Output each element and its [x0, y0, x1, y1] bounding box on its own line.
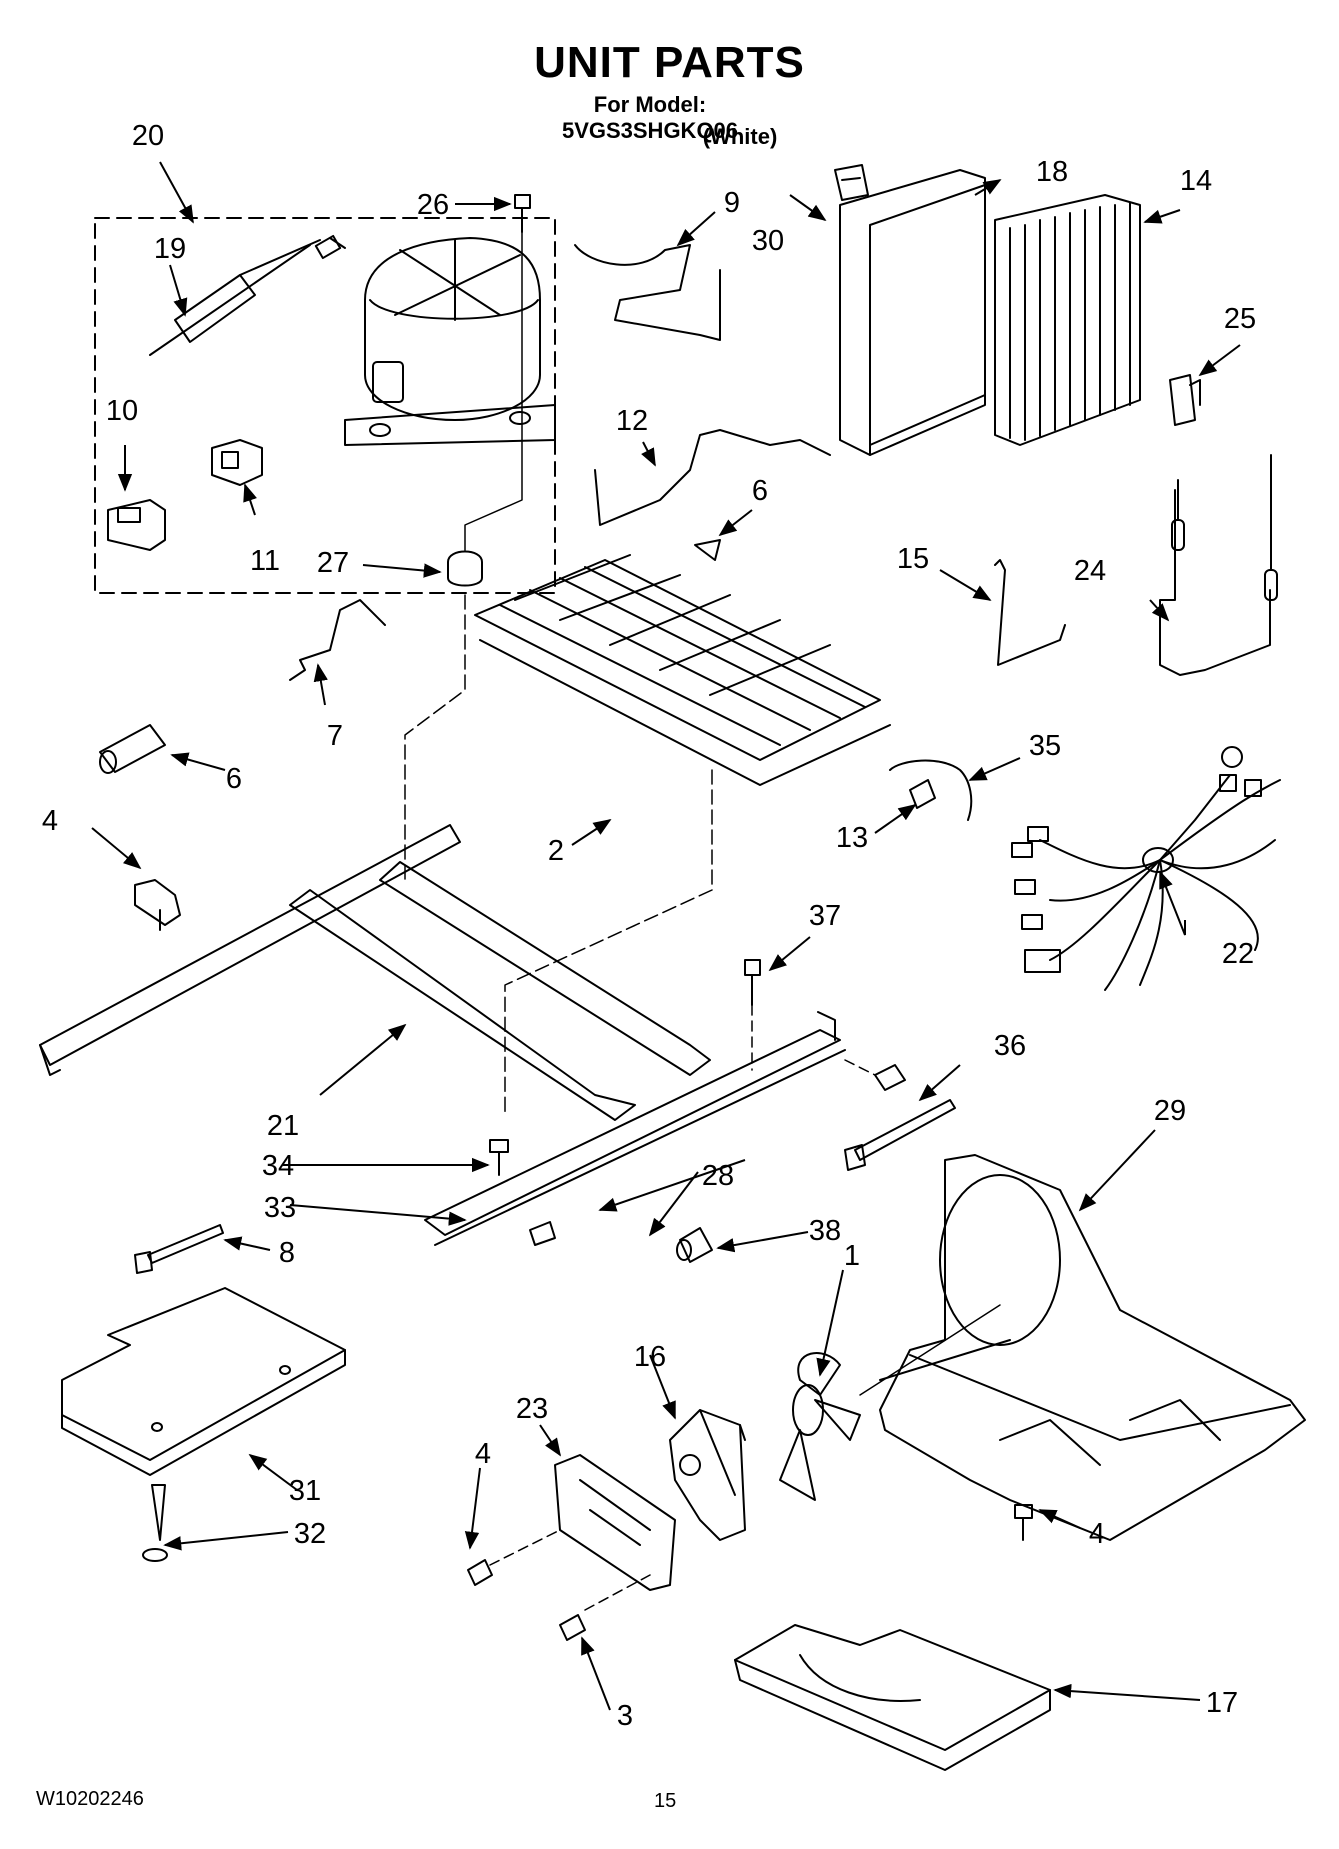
clip-26-illustration: [1169, 374, 1201, 426]
base-plate-illustration: [879, 1154, 1306, 1541]
callout-17: 16: [634, 1341, 666, 1373]
tie-strap-37-illustration: [844, 1099, 956, 1171]
bracket-4-illustration: [134, 879, 181, 931]
wire-36-illustration: [889, 759, 973, 821]
part-39-illustration: [676, 1227, 713, 1263]
callout-34: 33: [264, 1192, 296, 1224]
screw-14-illustration: [909, 779, 936, 809]
callout-19: 18: [1036, 156, 1068, 188]
rod-16-illustration: [994, 559, 1066, 666]
screw-4-lower-illustration: [1014, 1504, 1033, 1541]
callout-36: 35: [1029, 730, 1061, 762]
evaporator-illustration: [474, 554, 891, 786]
document-number: W10202246: [36, 1788, 144, 1810]
callout-6: 6: [752, 475, 768, 507]
callout-2: 2: [548, 835, 564, 867]
clip-31-illustration: [834, 164, 869, 201]
callout-39: 38: [809, 1215, 841, 1247]
bolt-27-illustration: [514, 194, 531, 233]
callout-33: 32: [294, 1518, 326, 1550]
filter-drier-illustration: [149, 234, 346, 356]
callout-30: 29: [1154, 1095, 1186, 1127]
tube-10-illustration: [574, 244, 721, 341]
variant-label: (White): [702, 124, 778, 149]
callout-28: 27: [317, 547, 349, 579]
model-line: For Model: 5VGS3SHGKQ06: [561, 92, 739, 143]
rail-34-illustration: [424, 1011, 846, 1246]
callout-13: 12: [616, 405, 648, 437]
callout-27: 26: [417, 189, 449, 221]
callout-7: 6: [226, 763, 242, 795]
callout-29: 28: [702, 1160, 734, 1192]
motor-bracket-illustration: [554, 1454, 676, 1591]
callout-8: 7: [327, 720, 343, 752]
callout-10: 9: [724, 187, 740, 219]
callout-15: 14: [1180, 165, 1212, 197]
callout-4-lower: 4: [1089, 1518, 1105, 1550]
page-number: 15: [654, 1790, 677, 1812]
screw-29-illustration: [529, 1221, 556, 1246]
clip-6-illustration: [694, 539, 721, 561]
screw-35-illustration: [489, 1139, 509, 1176]
page-title: UNIT PARTS: [534, 38, 805, 87]
callout-25: 24: [1074, 555, 1106, 587]
overload-illustration: [211, 439, 263, 486]
compressor-illustration: [344, 237, 556, 446]
pushpin-33-illustration: [142, 1484, 168, 1562]
wire-harness-illustration: [1011, 746, 1281, 991]
callout-24: 23: [516, 1393, 548, 1425]
callout-22: 21: [267, 1110, 299, 1142]
tube-13-illustration: [594, 429, 831, 526]
callout-38: 37: [809, 900, 841, 932]
tube-25-illustration: [1159, 454, 1278, 676]
callout-11: 10: [106, 395, 138, 427]
callout-32: 31: [289, 1475, 321, 1507]
screw-3-illustration: [559, 1614, 586, 1641]
fan-motor-illustration: [669, 1409, 746, 1541]
rail-assembly-illustration: [39, 824, 711, 1121]
grommet-illustration: [447, 550, 483, 587]
callout-26: 25: [1224, 303, 1256, 335]
callout-16: 15: [897, 543, 929, 575]
relay-illustration: [107, 499, 166, 551]
callout-14: 13: [836, 822, 868, 854]
callout-37: 36: [994, 1030, 1026, 1062]
callout-35: 34: [262, 1150, 294, 1182]
tie-strap-9-illustration: [134, 1224, 224, 1274]
screw-38-illustration: [744, 959, 761, 1006]
callout-9: 8: [279, 1237, 295, 1269]
cover-32-illustration: [61, 1287, 346, 1476]
condenser-shroud-illustration: [839, 169, 986, 456]
callout-1: 1: [844, 1240, 860, 1272]
callout-23: 22: [1222, 938, 1254, 970]
callout-20: 19: [154, 233, 186, 265]
sleeve-7-illustration: [99, 724, 166, 774]
callout-4-upper: 4: [42, 805, 58, 837]
callout-31: 30: [752, 225, 784, 257]
wire-8-illustration: [289, 599, 386, 681]
screw-5-illustration: [467, 1559, 493, 1586]
callout-18: 17: [1206, 1687, 1238, 1719]
condenser-coil-illustration: [994, 194, 1141, 446]
screw-right-illustration: [874, 1064, 906, 1091]
callout-5: 4: [475, 1438, 491, 1470]
drain-pan-illustration: [734, 1624, 1051, 1771]
callout-3: 3: [617, 1700, 633, 1732]
callout-21: 20: [132, 120, 164, 152]
fan-blade-illustration: [779, 1352, 861, 1501]
callout-12: 11: [250, 545, 280, 577]
